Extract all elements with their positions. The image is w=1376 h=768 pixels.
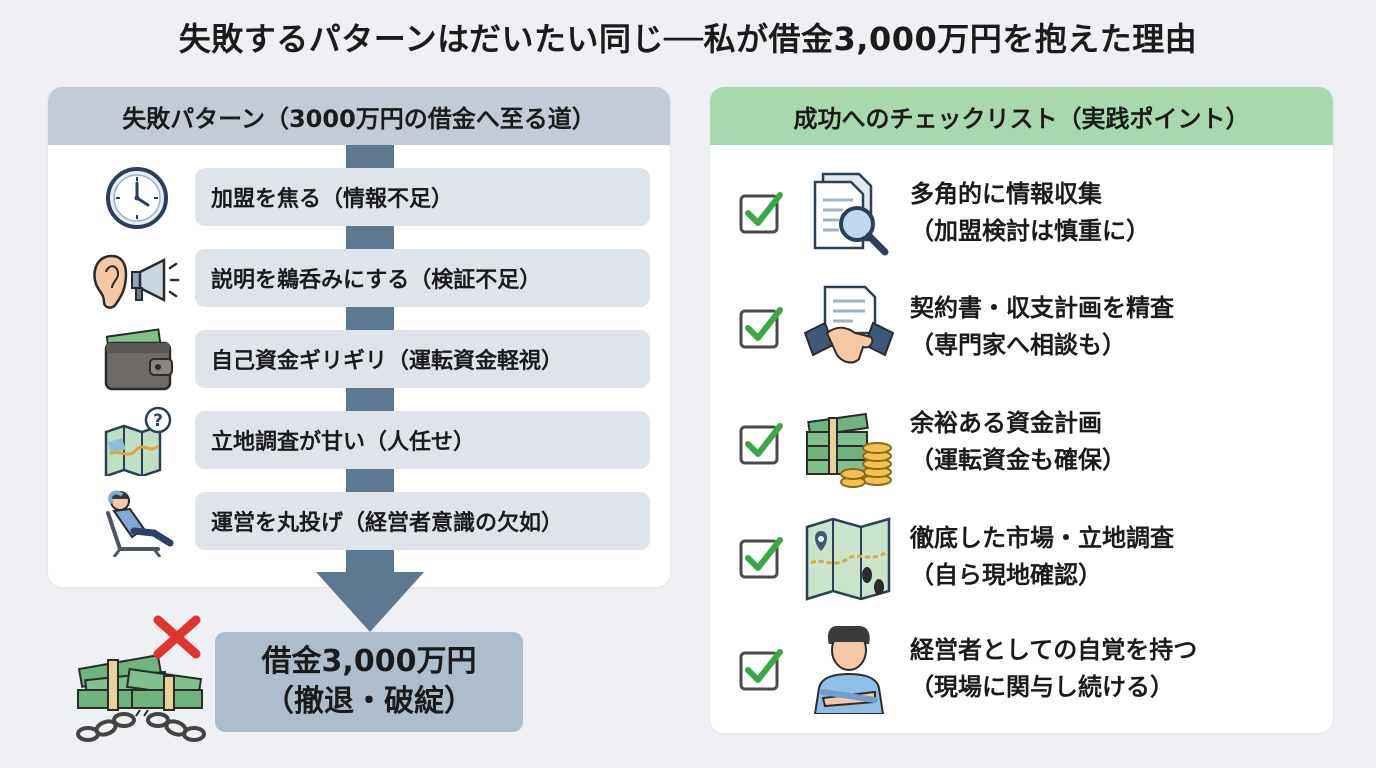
success-item-2: 契約書・収支計画を精査 （専門家へ相談も） <box>910 290 1174 364</box>
failure-item-2: 説明を鵜呑みにする（検証不足） <box>195 249 650 307</box>
cash-coins-icon <box>806 412 892 488</box>
checkbox-checked-icon <box>739 307 783 349</box>
checkbox-checked-icon <box>739 423 783 465</box>
success-item-3-title: 余裕ある資金計画 <box>910 409 1102 437</box>
success-item-5: 経営者としての自覚を持つ （現場に関与し続ける） <box>910 632 1197 706</box>
success-item-5-sub: （現場に関与し続ける） <box>910 673 1174 702</box>
relaxing-person-icon <box>106 490 174 557</box>
clock-icon <box>106 167 168 229</box>
svg-text:?: ? <box>153 411 163 431</box>
success-panel-header: 成功へのチェックリスト（実践ポイント） <box>710 87 1333 145</box>
checkbox-checked-icon <box>739 649 783 691</box>
failure-item-3: 自己資金ギリギリ（運転資金軽視） <box>195 330 650 388</box>
wallet-icon <box>104 328 173 391</box>
success-item-4-title: 徹底した市場・立地調査 <box>910 524 1174 552</box>
success-panel: 成功へのチェックリスト（実践ポイント） <box>710 87 1333 733</box>
document-magnifier-icon <box>813 172 889 256</box>
success-item-3-sub: （運転資金も確保） <box>910 446 1126 475</box>
success-item-1-title: 多角的に情報収集 <box>910 180 1102 208</box>
handshake-contract-icon <box>803 285 895 364</box>
page-title: 失敗するパターンはだいたい同じ──私が借金3,000万円を抱えた理由 <box>178 20 1198 58</box>
result-line-1: 借金3,000万円 <box>261 643 477 679</box>
failure-item-5: 運営を丸投げ（経営者意識の欠如） <box>195 492 650 550</box>
result-line-2: （撤退・破綻） <box>264 684 474 719</box>
flow-arrow-head <box>316 572 424 632</box>
success-item-1: 多角的に情報収集 （加盟検討は慎重に） <box>910 176 1150 250</box>
confident-person-icon <box>813 626 885 714</box>
failure-panel-header: 失敗パターン（3000万円の借金へ至る道） <box>48 87 670 145</box>
ear-megaphone-icon <box>93 254 180 309</box>
success-item-2-title: 契約書・収支計画を精査 <box>910 294 1174 322</box>
failure-item-1: 加盟を焦る（情報不足） <box>195 168 650 226</box>
success-item-5-title: 経営者としての自覚を持つ <box>910 636 1198 664</box>
success-item-4: 徹底した市場・立地調査 （自ら現地確認） <box>910 520 1174 594</box>
checkbox-checked-icon <box>739 537 783 579</box>
failure-item-4: 立地調査が甘い（人任せ） <box>195 411 650 469</box>
map-question-icon: ? <box>104 406 172 476</box>
checkbox-checked-icon <box>739 192 783 234</box>
success-item-4-sub: （自ら現地確認） <box>910 561 1102 590</box>
result-box: 借金3,000万円 （撤退・破綻） <box>215 632 523 732</box>
success-item-3: 余裕ある資金計画 （運転資金も確保） <box>910 405 1126 479</box>
success-item-2-sub: （専門家へ相談も） <box>910 331 1126 360</box>
map-footprints-icon <box>805 517 891 601</box>
success-item-1-sub: （加盟検討は慎重に） <box>910 217 1150 246</box>
money-chain-cross-icon <box>76 615 206 742</box>
